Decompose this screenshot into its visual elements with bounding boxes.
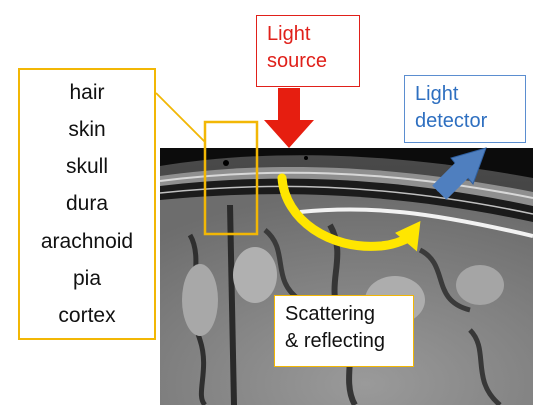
layer-label: dura: [20, 193, 154, 214]
light-detector-label: Light detector: [404, 75, 526, 143]
layer-label: skin: [20, 119, 154, 140]
gyrus: [456, 265, 504, 305]
light-detector-label-line1: Light: [415, 81, 525, 108]
scattering-label-line1: Scattering: [285, 301, 413, 328]
scattering-label-line2: & reflecting: [285, 328, 413, 355]
layer-label: hair: [20, 82, 154, 103]
light-source-arrow: [264, 88, 314, 148]
scalp-marker-dot: [304, 156, 308, 160]
highlight-connector: [156, 93, 205, 142]
light-detector-label-line2: detector: [415, 108, 525, 135]
light-source-label-line1: Light: [267, 21, 359, 48]
gyrus: [233, 247, 277, 303]
layer-label: skull: [20, 156, 154, 177]
layer-label: cortex: [20, 305, 154, 326]
gyrus: [182, 264, 218, 336]
tissue-layer-list: hair skin skull dura arachnoid pia corte…: [18, 68, 156, 340]
scattering-label: Scattering & reflecting: [274, 295, 414, 367]
scalp-marker-dot: [223, 160, 229, 166]
light-source-label-line2: source: [267, 48, 359, 75]
layer-label: pia: [20, 268, 154, 289]
layer-label: arachnoid: [20, 231, 154, 252]
light-source-label: Light source: [256, 15, 360, 87]
